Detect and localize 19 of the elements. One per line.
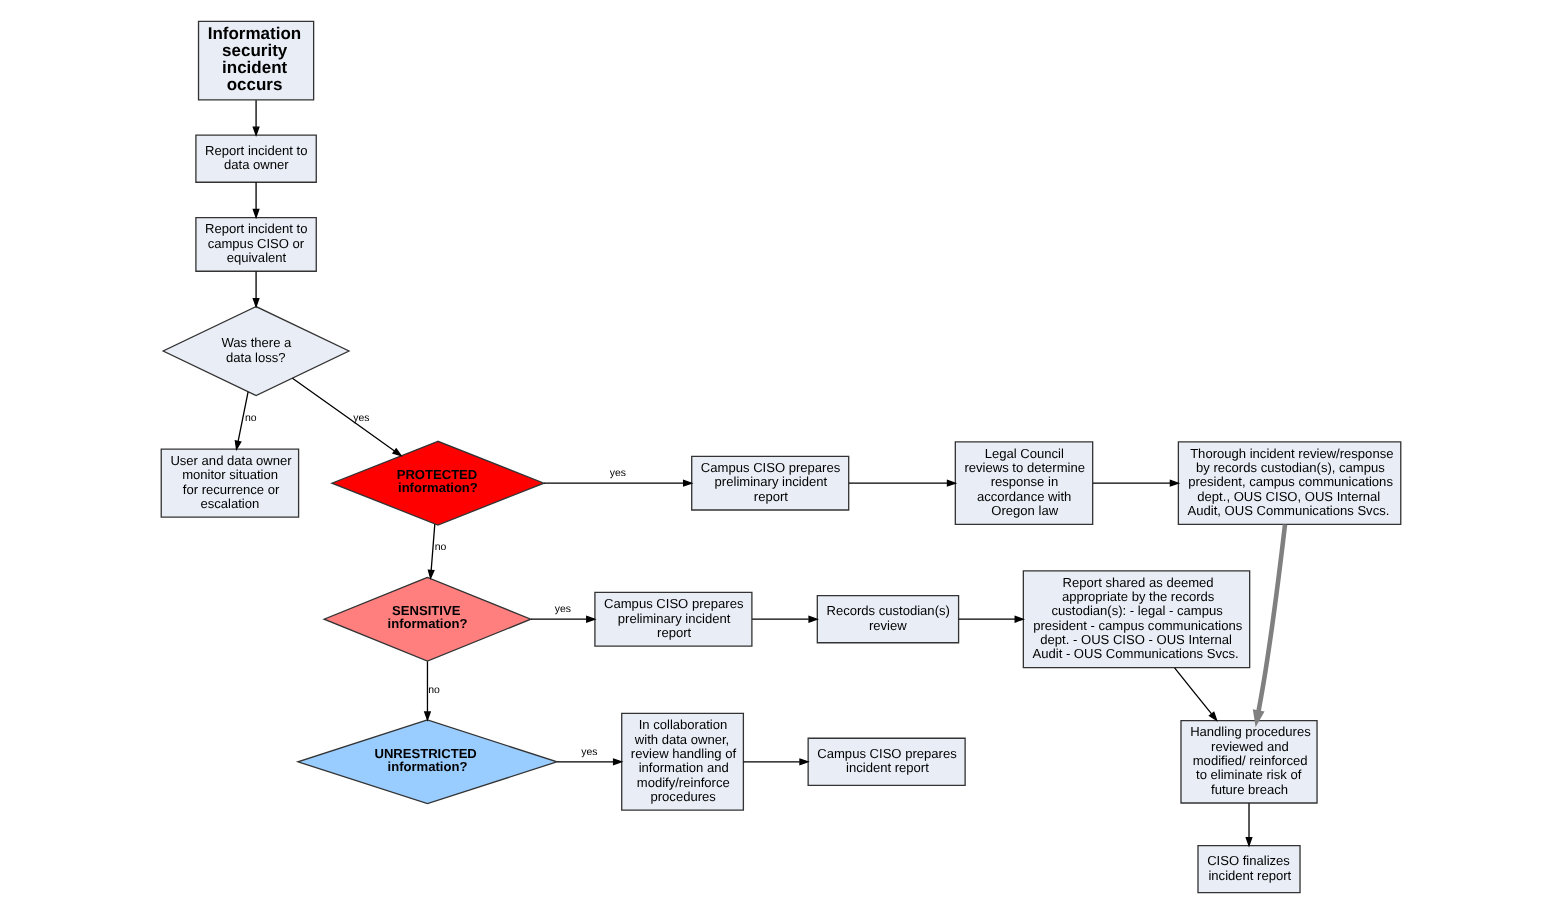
- arrow: [234, 391, 249, 451]
- arrow: [530, 615, 597, 623]
- arrow: [848, 479, 958, 487]
- arrow: [252, 99, 260, 138]
- arrow: [751, 615, 819, 623]
- arrow: [252, 270, 260, 309]
- arrow: [427, 523, 436, 581]
- arrow: [742, 758, 810, 766]
- node-box: Information security incident occurs: [197, 20, 315, 101]
- arrow: [252, 181, 260, 220]
- arrow: [1245, 802, 1253, 848]
- arrow: [1092, 479, 1181, 487]
- arrow: [543, 479, 694, 487]
- arrow: [1252, 524, 1288, 728]
- arrow: [1173, 667, 1218, 722]
- arrow: [958, 615, 1025, 623]
- arrow: [423, 660, 432, 722]
- arrow: [291, 377, 403, 457]
- arrow: [556, 758, 624, 766]
